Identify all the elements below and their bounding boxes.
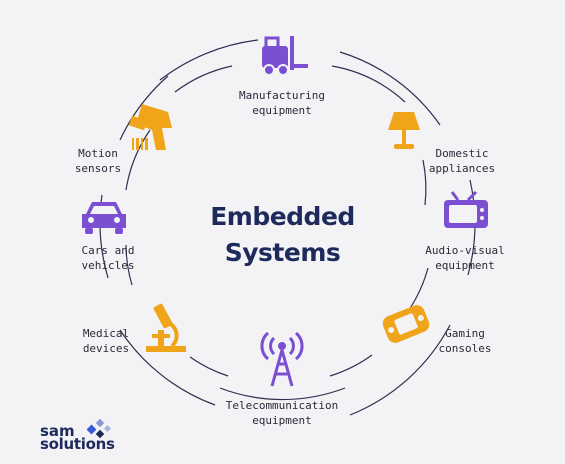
- label-line: Manufacturing: [238, 89, 326, 102]
- logo-line1: sam: [40, 422, 75, 440]
- label-motion: Motion sensors: [58, 146, 138, 176]
- logo-line2: solutions: [40, 435, 115, 453]
- label-line: sensors: [74, 162, 122, 175]
- label-line: vehicles: [81, 259, 135, 272]
- label-telecommunication: Telecommunication equipment: [202, 398, 362, 428]
- brand-logo: sam solutions: [40, 422, 115, 453]
- ring: [99, 39, 476, 416]
- game-console-icon: [382, 305, 430, 343]
- label-line: equipment: [435, 259, 495, 272]
- car-icon: [82, 202, 126, 234]
- diagram-title-line2: Systems: [224, 238, 341, 267]
- microscope-icon: [146, 303, 186, 352]
- forklift-icon: [262, 36, 308, 76]
- label-line: Cars and: [81, 244, 135, 257]
- label-line: equipment: [252, 414, 312, 427]
- label-medical: Medical devices: [66, 326, 146, 356]
- label-line: Motion: [78, 147, 118, 160]
- label-line: devices: [82, 342, 130, 355]
- label-line: equipment: [252, 104, 312, 117]
- label-line: Domestic: [435, 147, 489, 160]
- tv-icon: [444, 190, 488, 228]
- lamp-icon: [388, 112, 420, 149]
- label-line: Medical: [82, 327, 130, 340]
- label-line: Gaming: [445, 327, 485, 340]
- label-line: consoles: [438, 342, 492, 355]
- diagram-title-line1: Embedded: [210, 202, 355, 231]
- label-line: appliances: [428, 162, 496, 175]
- label-line: Audio-visual: [425, 244, 505, 257]
- label-gaming: Gaming consoles: [420, 326, 510, 356]
- label-audio-visual: Audio-visual equipment: [410, 243, 520, 273]
- barcode-scanner-icon: [128, 104, 172, 150]
- label-manufacturing: Manufacturing equipment: [212, 88, 352, 118]
- antenna-tower-icon: [260, 331, 304, 387]
- label-line: Telecommunication: [225, 399, 339, 412]
- label-cars: Cars and vehicles: [68, 243, 148, 273]
- label-domestic: Domestic appliances: [412, 146, 512, 176]
